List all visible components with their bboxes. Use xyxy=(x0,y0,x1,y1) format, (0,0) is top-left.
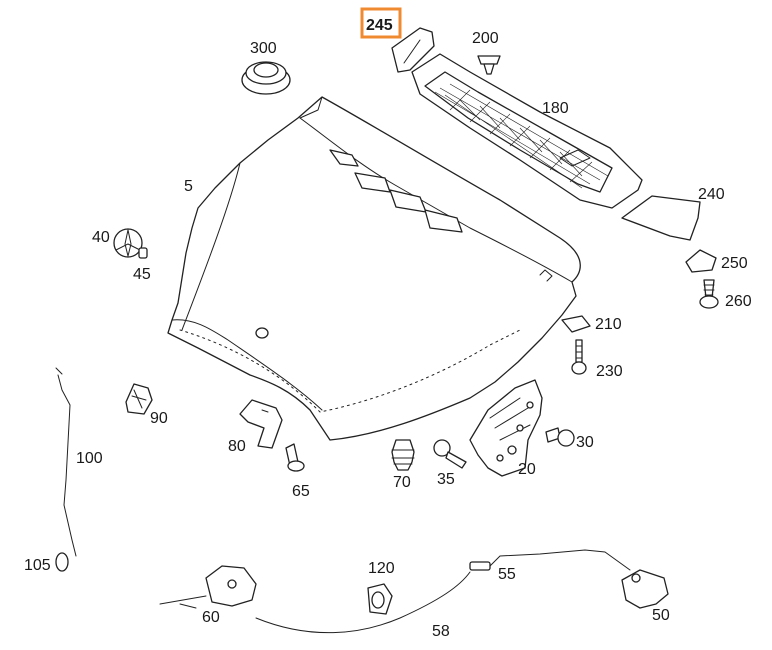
callout-60[interactable]: 60 xyxy=(202,609,220,626)
bump-stop[interactable] xyxy=(391,439,415,471)
callout-40[interactable]: 40 xyxy=(92,229,110,246)
cable-55[interactable] xyxy=(469,549,631,571)
callout-300[interactable]: 300 xyxy=(250,40,277,57)
callout-250[interactable]: 250 xyxy=(721,255,748,272)
clip-200[interactable] xyxy=(477,55,501,75)
clip-250[interactable] xyxy=(685,249,717,273)
callout-65[interactable]: 65 xyxy=(292,483,310,500)
callout-180[interactable]: 180 xyxy=(542,100,569,117)
callout-230[interactable]: 230 xyxy=(596,363,623,380)
callout-20[interactable]: 20 xyxy=(518,461,536,478)
callout-5[interactable]: 5 xyxy=(184,178,193,195)
bolt-30[interactable] xyxy=(545,427,575,447)
callout-50[interactable]: 50 xyxy=(652,607,670,624)
callout-35[interactable]: 35 xyxy=(437,471,455,488)
callout-30[interactable]: 30 xyxy=(576,434,594,451)
callout-45[interactable]: 45 xyxy=(133,266,151,283)
star-badge[interactable] xyxy=(113,228,143,258)
cable-clip[interactable] xyxy=(367,583,393,615)
callout-105[interactable]: 105 xyxy=(24,557,51,574)
screw-260[interactable] xyxy=(699,279,719,309)
screw-230[interactable] xyxy=(571,339,587,375)
grommet[interactable] xyxy=(241,61,291,95)
callout-245[interactable]: 245 xyxy=(366,17,393,34)
callout-80[interactable]: 80 xyxy=(228,438,246,455)
callout-55[interactable]: 55 xyxy=(498,566,516,583)
holder-90[interactable] xyxy=(125,383,153,415)
prop-rod[interactable] xyxy=(55,367,77,557)
callout-90[interactable]: 90 xyxy=(150,410,168,427)
callout-70[interactable]: 70 xyxy=(393,474,411,491)
callout-120[interactable]: 120 xyxy=(368,560,395,577)
bolt-65[interactable] xyxy=(285,443,305,472)
callout-100[interactable]: 100 xyxy=(76,450,103,467)
cover-panel-245[interactable] xyxy=(391,27,435,73)
hinge[interactable] xyxy=(469,379,543,477)
hood-panel[interactable] xyxy=(167,96,581,441)
callout-210[interactable]: 210 xyxy=(595,316,622,333)
cable-58[interactable] xyxy=(255,571,471,634)
callout-240[interactable]: 240 xyxy=(698,186,725,203)
bolt-35[interactable] xyxy=(433,439,467,469)
highlight-box xyxy=(360,7,402,39)
hood-lock[interactable] xyxy=(621,569,669,609)
bracket-80[interactable] xyxy=(239,399,283,449)
callout-260[interactable]: 260 xyxy=(725,293,752,310)
rod-end[interactable] xyxy=(55,552,69,572)
callout-200[interactable]: 200 xyxy=(472,30,499,47)
vent-grille[interactable] xyxy=(411,53,643,209)
lock-lower[interactable] xyxy=(159,565,257,609)
nut-210[interactable] xyxy=(561,315,591,333)
cover-panel-240[interactable] xyxy=(621,195,701,241)
callout-58[interactable]: 58 xyxy=(432,623,450,640)
badge-clip[interactable] xyxy=(138,247,148,259)
